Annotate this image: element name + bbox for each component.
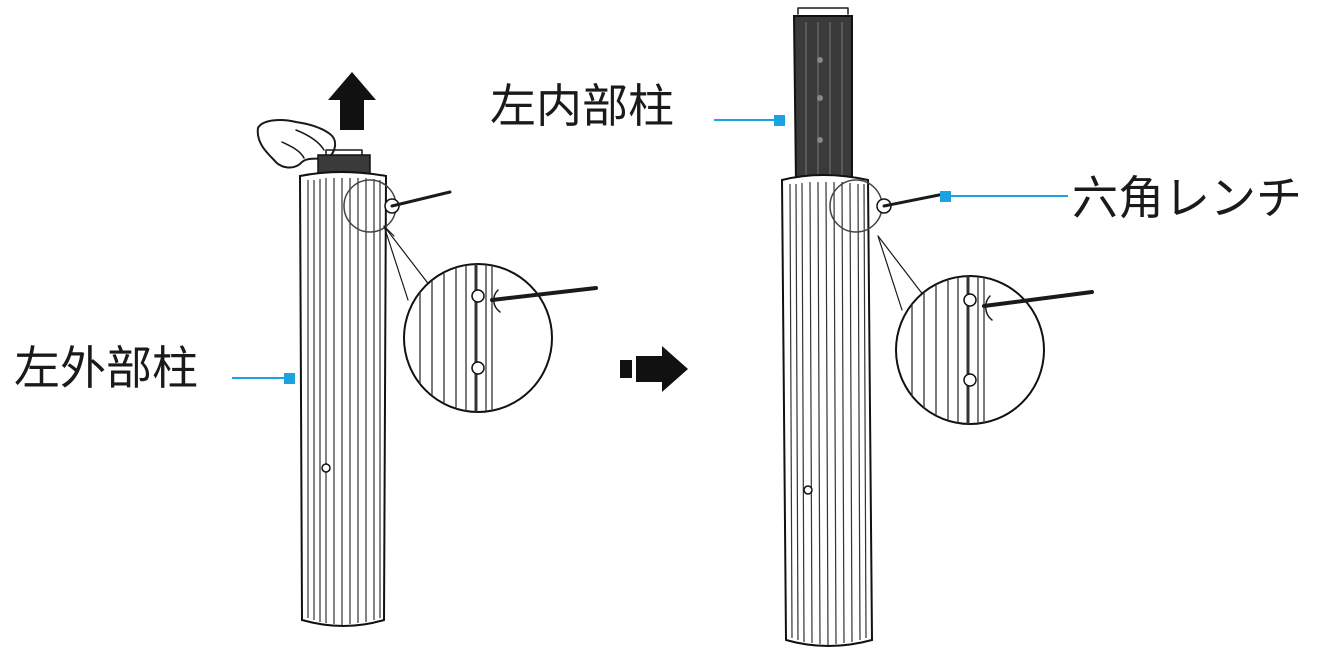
left-inner-post-leader [714, 115, 785, 126]
right-inner-post [792, 7, 853, 183]
left-outer-post [298, 171, 388, 627]
left-magnified-detail [403, 263, 598, 413]
right-joint-callout [829, 179, 946, 233]
right-magnified-detail [895, 275, 1094, 425]
left-outer-post-leader [232, 373, 295, 384]
left-figure: 左外部柱 [14, 72, 598, 627]
arrow-up-icon [328, 72, 376, 130]
right-outer-post [780, 174, 874, 647]
label-left-inner-post: 左内部柱 [490, 79, 674, 133]
hex-wrench-leader [940, 191, 1068, 202]
arrow-right-icon [620, 346, 688, 392]
label-left-outer-post: 左外部柱 [14, 341, 198, 395]
label-hex-wrench: 六角レンチ [1072, 171, 1302, 225]
left-joint-callout [343, 179, 452, 233]
right-figure: 左内部柱 六角レンチ [490, 7, 1302, 647]
